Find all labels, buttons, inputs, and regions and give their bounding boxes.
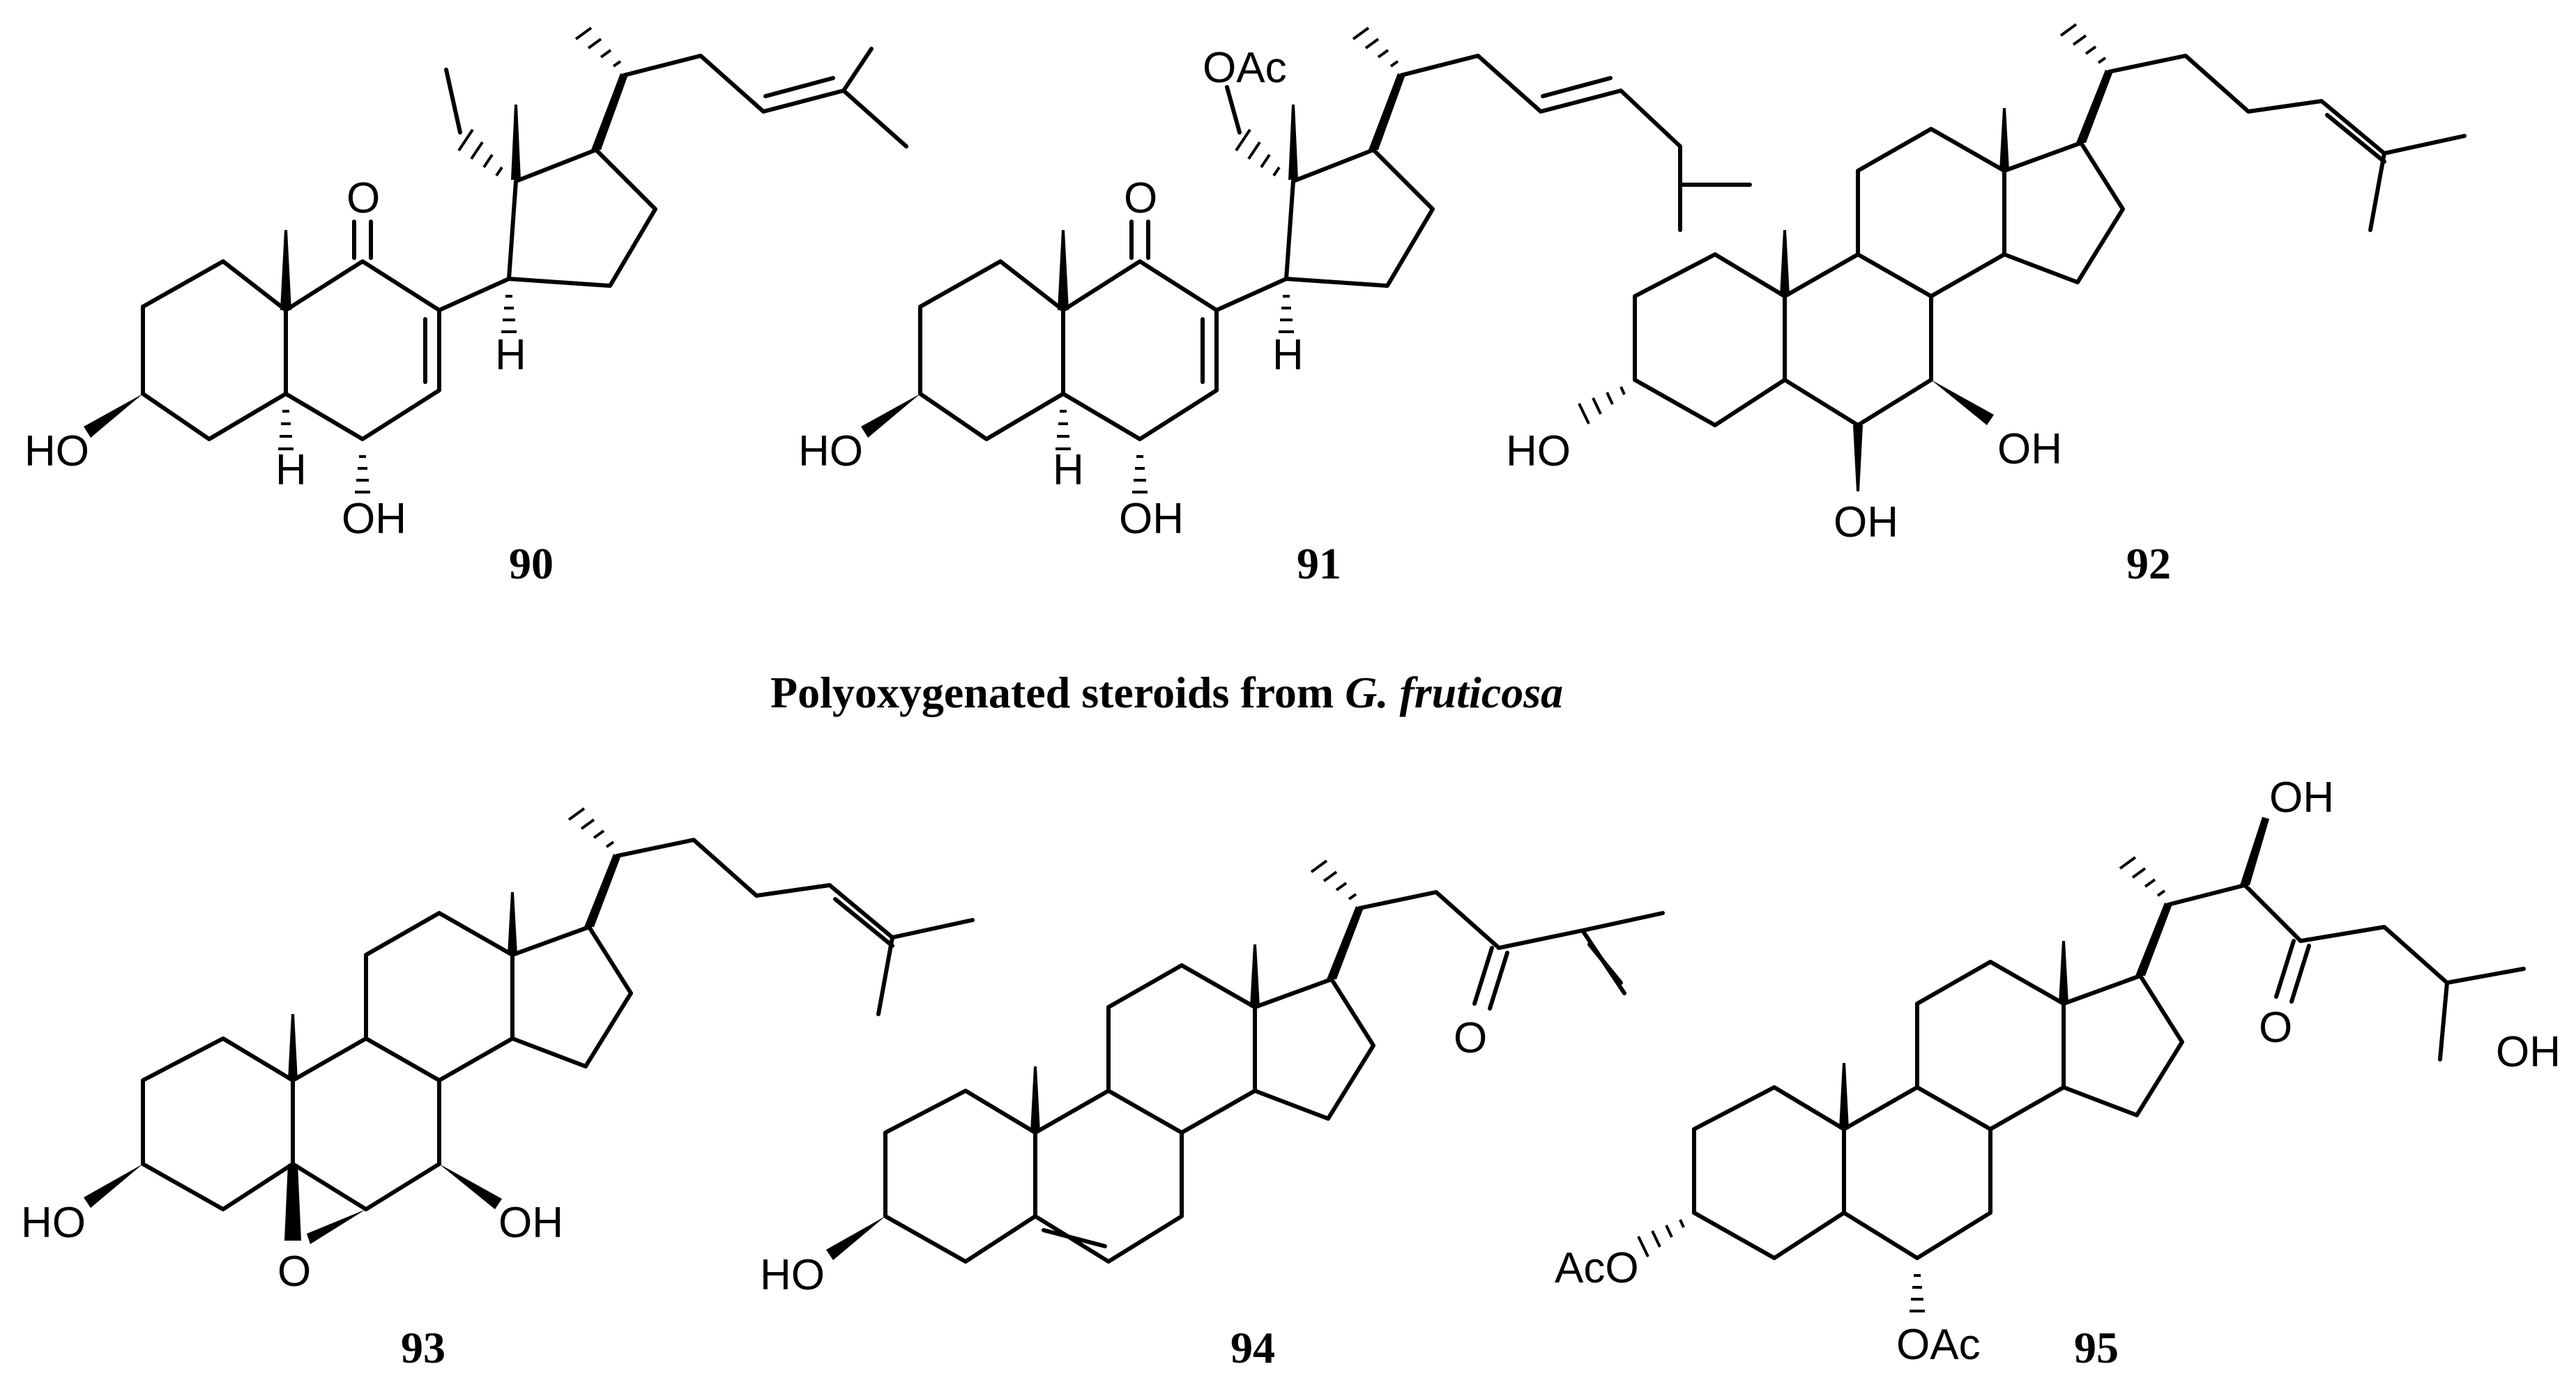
compound-92-structure: HO OH OH 92 <box>1506 23 2467 588</box>
compound-93-label-ho3: HO <box>21 1199 86 1247</box>
figure-caption: Polyoxygenated steroids from G. fruticos… <box>770 668 1563 717</box>
compound-90-label-oh6: OH <box>342 495 406 543</box>
compound-94-label-ho3: HO <box>760 1251 825 1299</box>
compound-95-number: 95 <box>2074 1323 2119 1372</box>
compound-91-structure: OAc O H HO H OH 91 <box>798 26 1752 588</box>
compound-90-label-ho3: HO <box>24 427 89 475</box>
compound-92-label-ho3: HO <box>1506 427 1571 475</box>
compound-95-label-oh25: OH <box>2496 1028 2561 1076</box>
compound-90-structure: O H HO H OH 90 <box>24 26 908 588</box>
compound-94-number: 94 <box>1230 1323 1275 1372</box>
compound-95-label-aco3: AcO <box>1555 1244 1639 1292</box>
compound-94-structure: O HO 94 <box>760 859 1665 1372</box>
compound-91-label-oac: OAc <box>1203 44 1287 92</box>
compound-90-label-h5: H <box>275 446 307 494</box>
compound-91-number: 91 <box>1297 539 1341 588</box>
caption-species: G. fruticosa <box>1345 668 1563 717</box>
compound-91-label-ho3: HO <box>798 427 863 475</box>
compound-93-number: 93 <box>401 1323 445 1372</box>
compound-94-label-ketone-o: O <box>1454 1014 1487 1062</box>
compound-95-structure: OH O OH AcO OAc 95 <box>1555 774 2561 1372</box>
compound-91-label-h17: H <box>1272 331 1304 379</box>
compound-95-label-oac6: OAc <box>1896 1321 1981 1369</box>
compound-95-label-ketone-o: O <box>2259 1004 2292 1052</box>
compound-93-label-oh7: OH <box>498 1199 563 1247</box>
compound-95-label-oh22: OH <box>2269 774 2334 822</box>
compound-92-number: 92 <box>2126 539 2171 588</box>
caption-prefix: Polyoxygenated steroids from <box>770 668 1345 717</box>
compound-90-number: 90 <box>509 539 554 588</box>
compound-91-label-oh6: OH <box>1119 495 1184 543</box>
compound-92-label-oh7: OH <box>1997 425 2062 473</box>
compound-93-label-epoxide-o: O <box>277 1248 311 1296</box>
compound-91-label-h5: H <box>1053 446 1084 494</box>
compound-91-label-ketone-o: O <box>1124 174 1157 222</box>
compound-90-label-ketone-o: O <box>346 174 380 222</box>
compound-93-structure: HO O OH 93 <box>21 807 975 1372</box>
compound-92-label-oh6: OH <box>1834 498 1898 546</box>
compound-90-label-h17: H <box>495 331 526 379</box>
